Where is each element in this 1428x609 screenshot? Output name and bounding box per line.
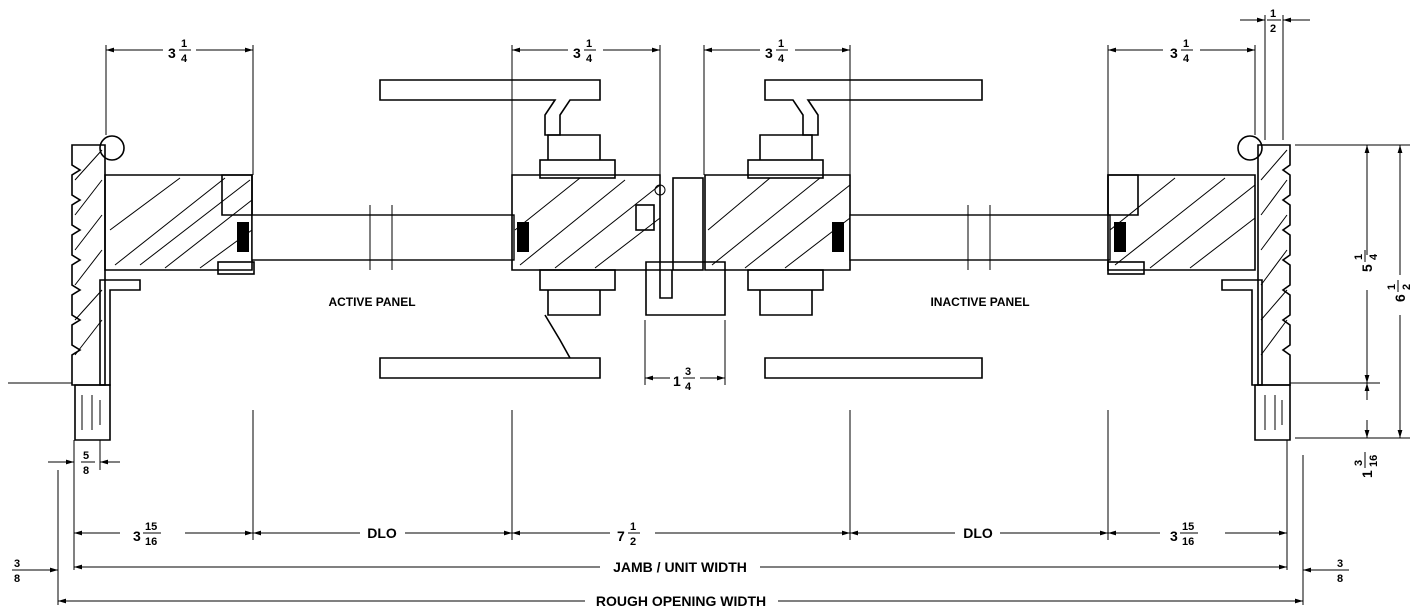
dim-left-3-8: 3 8	[12, 558, 26, 585]
svg-text:16: 16	[1182, 536, 1194, 548]
dim-top-half: 1 2	[1267, 8, 1281, 35]
dlo-left-label: DLO	[367, 525, 397, 541]
extension-lines	[57, 15, 1410, 605]
svg-text:1: 1	[181, 38, 187, 50]
svg-text:3: 3	[685, 366, 691, 378]
dim-right-6: 6 1 2	[1386, 280, 1413, 302]
svg-text:4: 4	[685, 381, 692, 393]
svg-text:4: 4	[586, 53, 593, 65]
dlo-right-label: DLO	[963, 525, 993, 541]
svg-text:4: 4	[778, 53, 785, 65]
svg-text:4: 4	[1368, 253, 1380, 260]
left-jamb	[8, 135, 141, 441]
inactive-panel-label: INACTIVE PANEL	[930, 295, 1029, 309]
svg-text:1: 1	[586, 38, 592, 50]
svg-text:1: 1	[1183, 38, 1189, 50]
svg-text:3: 3	[1170, 45, 1178, 61]
svg-text:7: 7	[617, 528, 625, 544]
svg-text:15: 15	[1182, 521, 1194, 533]
dim-bottom-right: 3 15 16	[1170, 521, 1198, 548]
rough-opening-label: ROUGH OPENING WIDTH	[596, 593, 766, 609]
dim-left-5-8: 5 8	[81, 450, 95, 477]
right-jamb	[1221, 135, 1355, 441]
svg-text:3: 3	[1170, 528, 1178, 544]
svg-text:3: 3	[765, 45, 773, 61]
svg-text:5: 5	[1359, 264, 1375, 272]
svg-text:1: 1	[1353, 254, 1365, 260]
svg-text:3: 3	[14, 558, 20, 570]
svg-text:1: 1	[673, 373, 681, 389]
svg-text:2: 2	[1401, 284, 1413, 290]
dim-top-3: 3 1 4	[765, 38, 788, 65]
right-stile	[1107, 174, 1256, 275]
svg-text:2: 2	[1270, 23, 1276, 35]
svg-text:8: 8	[83, 465, 89, 477]
svg-text:1: 1	[1386, 284, 1398, 290]
left-glass-panel	[237, 205, 529, 270]
svg-text:1: 1	[630, 521, 636, 533]
svg-text:3: 3	[1337, 558, 1343, 570]
right-dimensions	[1364, 145, 1403, 438]
svg-text:3: 3	[573, 45, 581, 61]
astragal	[635, 177, 726, 316]
jamb-width-label: JAMB / UNIT WIDTH	[613, 559, 747, 575]
svg-text:2: 2	[630, 536, 636, 548]
svg-text:8: 8	[14, 573, 20, 585]
svg-text:4: 4	[1183, 53, 1190, 65]
dim-bottom-center: 7 1 2	[617, 521, 640, 548]
svg-text:3: 3	[1353, 460, 1365, 466]
svg-text:4: 4	[181, 53, 188, 65]
svg-text:1: 1	[1270, 8, 1276, 20]
svg-text:3: 3	[168, 45, 176, 61]
dim-top-1: 3 1 4	[168, 38, 191, 65]
dim-top-2: 3 1 4	[573, 38, 596, 65]
svg-text:1: 1	[1359, 470, 1375, 478]
svg-text:1: 1	[778, 38, 784, 50]
right-glass-panel	[832, 205, 1126, 270]
left-small-dimensions	[20, 440, 1340, 573]
svg-text:15: 15	[145, 521, 157, 533]
svg-text:6: 6	[1392, 294, 1408, 302]
dim-bottom-left: 3 15 16	[133, 521, 161, 548]
right-center-stile	[704, 79, 983, 379]
dim-astragal: 1 3 4	[673, 366, 695, 393]
bottom-dimensions	[58, 530, 1303, 604]
dim-right-3-8: 3 8	[1335, 558, 1349, 585]
top-dimensions	[106, 17, 1310, 53]
svg-text:5: 5	[83, 450, 89, 462]
svg-text:16: 16	[145, 536, 157, 548]
active-panel-label: ACTIVE PANEL	[328, 295, 415, 309]
svg-text:3: 3	[133, 528, 141, 544]
dim-top-4: 3 1 4	[1170, 38, 1193, 65]
left-stile	[104, 174, 255, 275]
dim-right-5: 5 1 4	[1353, 250, 1380, 272]
svg-text:8: 8	[1337, 573, 1343, 585]
dim-right-1-3-16: 1 3 16	[1353, 452, 1380, 478]
svg-text:16: 16	[1368, 455, 1380, 467]
